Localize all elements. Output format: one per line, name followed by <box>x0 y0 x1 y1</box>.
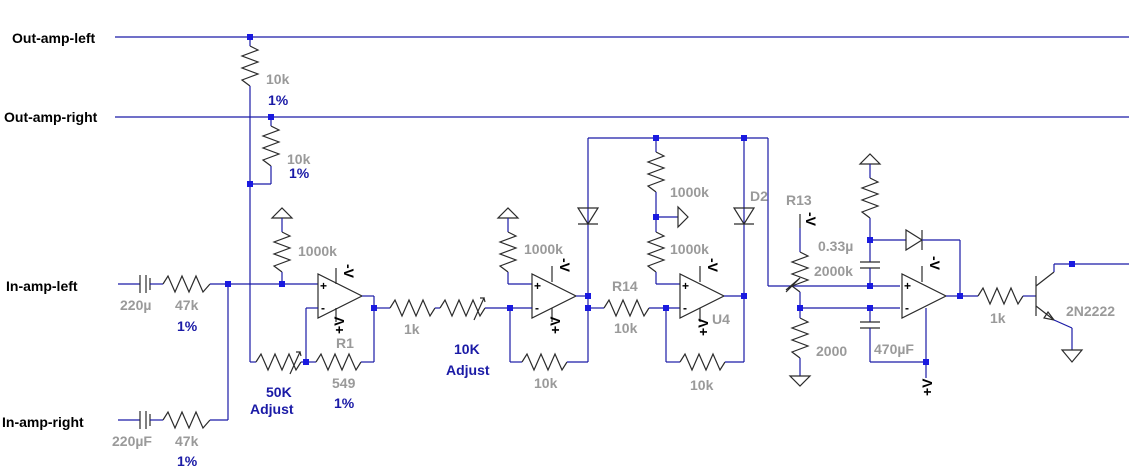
label-r-div1: 1000k <box>670 184 709 200</box>
label-r-base-1k: 1k <box>990 310 1006 326</box>
label-r-in-right-value: 47k <box>175 433 199 449</box>
opamp1-supply-pos: +V <box>331 316 347 334</box>
net-label-in-amp-left: In-amp-left <box>6 278 78 294</box>
opamp1-plus-sign: + <box>320 279 327 293</box>
capacitor-220u-left[interactable] <box>139 275 163 293</box>
label-r13-value: 2000k <box>814 263 853 279</box>
label-r-2000: 2000 <box>816 343 847 359</box>
opamp-u4-plus-sign: + <box>682 279 689 293</box>
capacitor-470uF[interactable] <box>860 308 926 363</box>
label-r-pd2: 1000k <box>524 241 563 257</box>
opamp-u4-supply-pos: +V <box>695 318 711 336</box>
capacitor-220uF-right[interactable] <box>139 411 163 429</box>
capacitor-033u[interactable] <box>860 240 880 286</box>
label-r-fb3: 10k <box>690 377 714 393</box>
label-r-in-left-value: 47k <box>175 297 199 313</box>
label-u4-name: U4 <box>712 311 730 327</box>
opamp-u4-minus-sign: - <box>683 301 687 315</box>
opamp4-supply-pos: +V <box>919 378 935 396</box>
opamp-4[interactable] <box>901 266 978 378</box>
label-transistor-2n2222: 2N2222 <box>1066 303 1115 319</box>
net-label-out-amp-right: Out-amp-right <box>4 109 98 125</box>
diode-d2[interactable] <box>732 207 756 226</box>
label-r-series-1k: 1k <box>404 321 420 337</box>
label-r1-name: R1 <box>336 335 354 351</box>
resistor-2000[interactable] <box>788 308 812 387</box>
ground-symbol-4 <box>858 153 882 178</box>
label-r-pd1: 1000k <box>298 243 337 259</box>
label-c-470uF: 470µF <box>874 341 914 357</box>
label-r-top2-value: 10k <box>287 151 311 167</box>
label-r14-name: R14 <box>612 278 638 294</box>
feedback-r10k-2[interactable] <box>509 138 589 372</box>
resistor-10k-left[interactable] <box>240 37 260 284</box>
opamp-1[interactable] <box>306 268 374 322</box>
opamp1-supply-neg: -V <box>341 264 357 279</box>
label-pot2-adjust: Adjust <box>446 362 490 378</box>
label-pot2-value: 10K <box>454 341 480 357</box>
label-d2-name: D2 <box>750 188 768 204</box>
transistor-2n2222[interactable] <box>1035 263 1129 363</box>
resistor-top-opamp-4[interactable] <box>860 177 880 240</box>
diode-opamp-4[interactable] <box>870 228 961 296</box>
diode-d1[interactable] <box>576 207 600 226</box>
opamp-u4[interactable] <box>679 266 744 322</box>
r13-supply-neg: -V <box>803 212 819 227</box>
label-c-in-right: 220µF <box>112 433 152 449</box>
net-label-out-amp-left: Out-amp-left <box>12 30 96 46</box>
label-r-top1-tolerance: 1% <box>268 92 289 108</box>
resistor-1000k-pulldown-1[interactable] <box>272 231 292 284</box>
opamp-2[interactable] <box>510 266 588 322</box>
label-r13-name: R13 <box>786 192 812 208</box>
label-c-in-left: 220µ <box>120 297 151 313</box>
potentiometer-10k[interactable] <box>439 297 510 321</box>
resistor-47k-left[interactable] <box>162 274 318 294</box>
label-r-in-right-tolerance: 1% <box>177 453 198 469</box>
label-pot1-adjust: Adjust <box>250 401 294 417</box>
opamp4-minus-sign: - <box>905 301 909 315</box>
opamp2-minus-sign: - <box>535 301 539 315</box>
opamp4-supply-neg: -V <box>927 256 943 271</box>
resistor-10k-right[interactable] <box>250 117 281 185</box>
opamp2-plus-sign: + <box>534 279 541 293</box>
resistor-47k-right[interactable] <box>162 284 229 430</box>
label-r-div2: 1000k <box>670 241 709 257</box>
opamp2-supply-neg: -V <box>557 258 573 273</box>
resistor-1000k-divider-bottom[interactable] <box>646 231 680 285</box>
label-pot1-value: 50K <box>266 384 292 400</box>
resistor-1k-base[interactable] <box>977 286 1036 306</box>
label-r-in-left-tolerance: 1% <box>177 318 198 334</box>
ground-symbol-1 <box>270 207 294 232</box>
resistor-1k-series[interactable] <box>374 298 440 318</box>
label-r1-tolerance: 1% <box>334 395 355 411</box>
net-label-in-amp-right: In-amp-right <box>2 414 84 430</box>
potentiometer-50k[interactable] <box>249 284 306 375</box>
label-r-top1-value: 10k <box>266 71 290 87</box>
label-r-fb2: 10k <box>534 375 558 391</box>
ground-symbol-2 <box>496 207 520 232</box>
opamp-u4-supply-neg: -V <box>705 258 721 273</box>
label-r-top2-tolerance: 1% <box>289 165 310 181</box>
opamp2-supply-pos: +V <box>547 316 563 334</box>
label-c-033u: 0.33µ <box>818 238 853 254</box>
resistor-1000k-pulldown-2[interactable] <box>498 231 532 285</box>
opamp4-plus-sign: + <box>904 279 911 293</box>
feedback-r10k-3[interactable] <box>665 138 745 372</box>
potentiometer-r13[interactable] <box>785 214 810 308</box>
label-r1-value: 549 <box>332 375 356 391</box>
label-r14-value: 10k <box>614 320 638 336</box>
ground-symbol-3 <box>656 205 689 229</box>
opamp1-minus-sign: - <box>321 301 325 315</box>
junction-dots <box>225 34 1075 365</box>
